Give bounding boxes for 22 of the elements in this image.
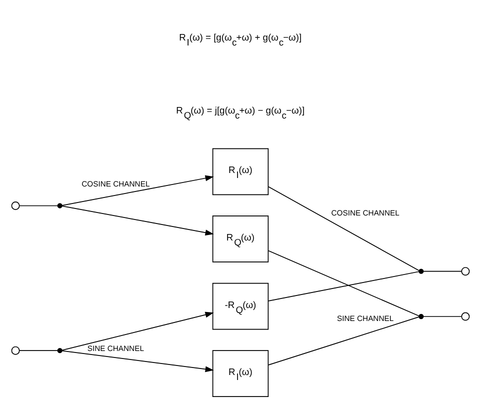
connector	[422, 270, 462, 272]
edge-label: SINE CHANNEL	[87, 343, 144, 352]
node-circle	[461, 312, 470, 320]
node-dot	[418, 313, 424, 319]
connector	[268, 250, 420, 316]
arrow	[62, 174, 214, 206]
node-dot	[57, 202, 62, 208]
edge-label: COSINE CHANNEL	[82, 178, 150, 188]
connector	[268, 316, 420, 365]
arrow	[62, 205, 214, 236]
node-circle	[11, 346, 20, 354]
connector	[268, 270, 420, 301]
arrow	[62, 350, 214, 372]
connector	[19, 204, 58, 206]
node-dot	[57, 348, 62, 353]
edge-label: SINE CHANNEL	[337, 313, 394, 322]
connector	[268, 186, 420, 270]
node-circle	[11, 200, 20, 210]
arrow	[62, 311, 214, 350]
edge-label: COSINE CHANNEL	[331, 208, 400, 217]
node-dot	[418, 268, 424, 274]
node-circle	[461, 266, 470, 276]
